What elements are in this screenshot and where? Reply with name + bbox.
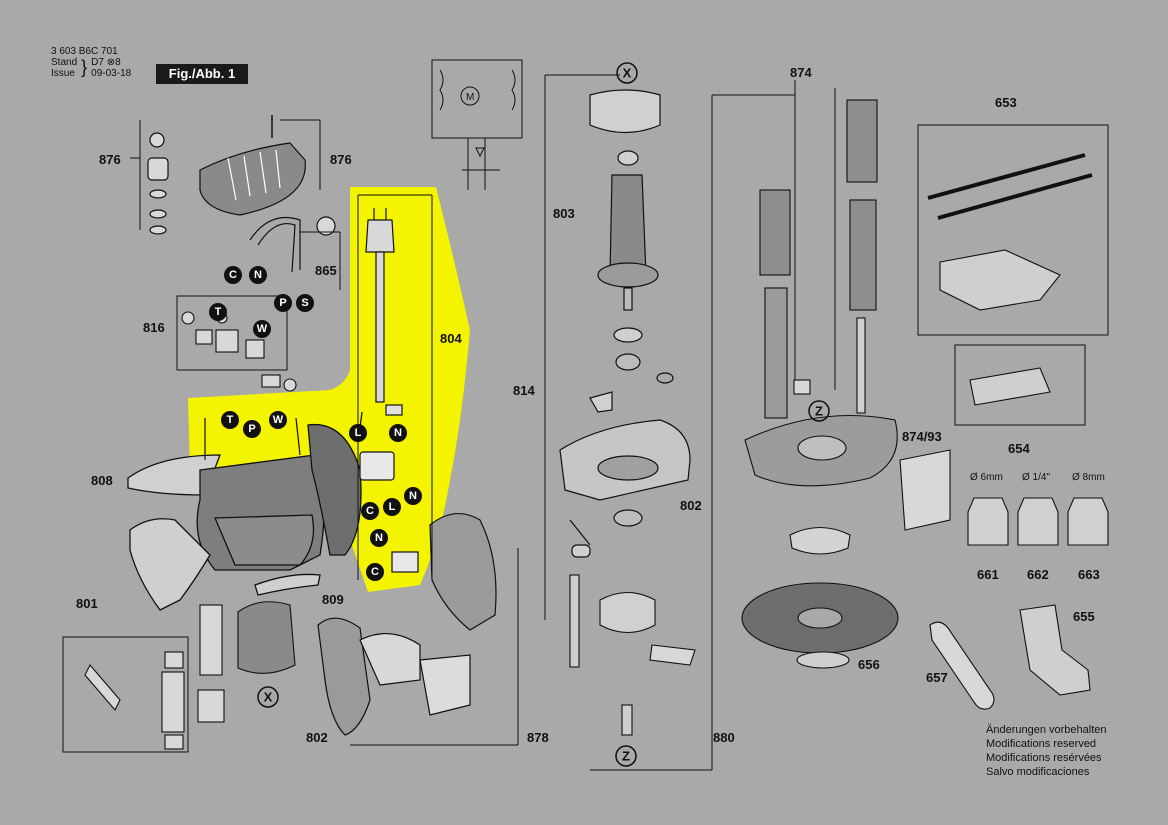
collet-size-quarter-inch: Ø 1/4" xyxy=(1022,472,1050,483)
part-number-876-right: 876 xyxy=(330,152,352,167)
wiring-schematic xyxy=(431,59,523,190)
svg-text:N: N xyxy=(409,490,417,502)
svg-text:T: T xyxy=(227,414,234,426)
part-number-803: 803 xyxy=(553,206,575,221)
part-group-878-handle xyxy=(317,513,519,746)
badge-N-1: N xyxy=(249,266,267,284)
badge-W-1: W xyxy=(253,320,271,338)
issue-label: Issue xyxy=(51,68,75,79)
part-number-653: 653 xyxy=(995,95,1017,110)
svg-text:N: N xyxy=(394,427,402,439)
part-group-814-base xyxy=(559,391,691,558)
svg-text:L: L xyxy=(355,427,362,439)
part-number-809: 809 xyxy=(322,592,344,607)
badge-N-3: N xyxy=(404,487,422,505)
part-number-874: 874 xyxy=(790,65,812,80)
badge-T-2: T xyxy=(221,411,239,429)
part-number-865: 865 xyxy=(315,263,337,278)
svg-text:W: W xyxy=(257,323,268,335)
collet-size-8mm: Ø 8mm xyxy=(1072,472,1105,483)
badge-P-2: P xyxy=(243,420,261,438)
collet-size-6mm: Ø 6mm xyxy=(970,472,1003,483)
badge-P-1: P xyxy=(274,294,292,312)
svg-text:X: X xyxy=(623,66,632,81)
highlight-region-804 xyxy=(188,187,470,592)
part-group-876-knob xyxy=(130,120,169,235)
note-de: Änderungen vorbehalten xyxy=(986,724,1107,736)
svg-text:N: N xyxy=(375,532,383,544)
ref-circle-Z-top: Z xyxy=(808,400,830,422)
document-header: 3 603 B6C 701 Stand Issue } D7 ⊗8 09-03-… xyxy=(51,46,132,79)
part-group-880 xyxy=(569,94,795,771)
part-group-874-springs xyxy=(741,80,951,669)
svg-text:P: P xyxy=(279,297,286,309)
svg-text:C: C xyxy=(371,566,379,578)
badge-C-2: C xyxy=(361,502,379,520)
part-group-808-housing xyxy=(127,423,362,611)
part-number-876-left: 876 xyxy=(99,152,121,167)
part-number-656: 656 xyxy=(858,657,880,672)
part-group-865 xyxy=(249,216,341,290)
part-number-657: 657 xyxy=(926,670,948,685)
modification-notes: Änderungen vorbehalten Modifications res… xyxy=(986,723,1106,779)
issue-date: 09-03-18 xyxy=(91,68,132,79)
badge-T-1: T xyxy=(209,303,227,321)
figure-label: Fig./Abb. 1 xyxy=(156,64,248,84)
svg-text:C: C xyxy=(366,505,374,517)
part-number-814: 814 xyxy=(513,383,535,398)
svg-text:P: P xyxy=(248,423,255,435)
part-number-802-left: 802 xyxy=(306,730,328,745)
ref-circle-X-bottom: X xyxy=(257,686,279,708)
svg-text:N: N xyxy=(254,269,262,281)
badge-W-2: W xyxy=(269,411,287,429)
svg-text:Z: Z xyxy=(815,404,823,419)
part-number-662: 662 xyxy=(1027,567,1049,582)
badge-N-4: N xyxy=(370,529,388,547)
badge-C-3: C xyxy=(366,563,384,581)
svg-text:T: T xyxy=(215,306,222,318)
part-group-803-armature xyxy=(544,74,674,620)
part-group-804-cable xyxy=(204,194,433,580)
part-number-878: 878 xyxy=(527,730,549,745)
note-fr: Modifications resérvées xyxy=(986,752,1102,764)
svg-text:L: L xyxy=(389,501,396,513)
part-number-802-center: 802 xyxy=(680,498,702,513)
svg-text:C: C xyxy=(229,269,237,281)
part-number-661: 661 xyxy=(977,567,999,582)
badge-S-1: S xyxy=(296,294,314,312)
part-number-654: 654 xyxy=(1008,441,1030,456)
stand-label: Stand xyxy=(51,57,78,68)
part-number-874-93: 874/93 xyxy=(902,429,942,444)
badge-N-2: N xyxy=(389,424,407,442)
doc-number: 3 603 B6C 701 xyxy=(51,46,118,57)
badge-L-1: L xyxy=(349,424,367,442)
ref-circle-Z-bottom: Z xyxy=(615,745,637,767)
part-group-collets xyxy=(967,497,1109,546)
badge-L-2: L xyxy=(383,498,401,516)
part-number-801: 801 xyxy=(76,596,98,611)
ref-circle-X-top: X xyxy=(616,62,638,84)
part-group-876-cover xyxy=(199,115,321,216)
badge-C-1: C xyxy=(224,266,242,284)
part-number-663: 663 xyxy=(1078,567,1100,582)
motor-symbol: M xyxy=(466,92,474,103)
part-number-804: 804 xyxy=(440,331,462,346)
part-number-816: 816 xyxy=(143,320,165,335)
svg-text:X: X xyxy=(264,690,273,705)
part-group-655-657 xyxy=(929,604,1091,710)
note-en: Modifications reserved xyxy=(986,738,1097,750)
part-number-880: 880 xyxy=(713,730,735,745)
note-es: Salvo modificaciones xyxy=(986,766,1090,778)
svg-text:Z: Z xyxy=(622,749,630,764)
svg-text:W: W xyxy=(273,414,284,426)
part-group-801 xyxy=(62,601,296,753)
part-group-653-654-guide xyxy=(917,124,1109,426)
part-number-808: 808 xyxy=(91,473,113,488)
revision-marks: D7 ⊗8 xyxy=(91,57,121,68)
part-number-655: 655 xyxy=(1073,609,1095,624)
svg-text:S: S xyxy=(301,297,308,309)
